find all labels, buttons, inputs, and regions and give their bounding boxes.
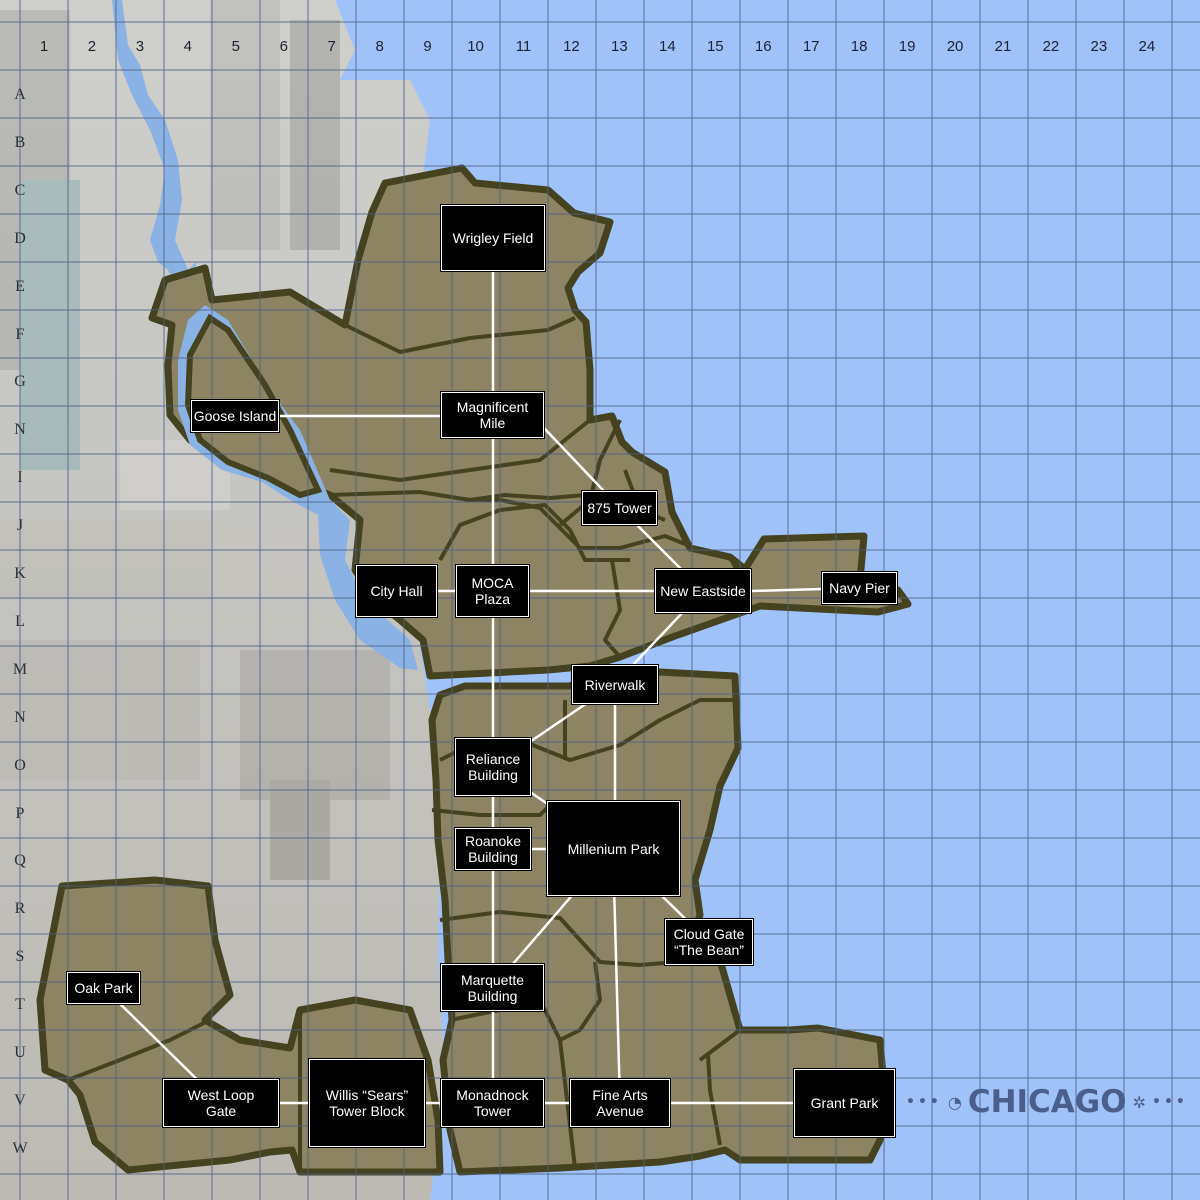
- column-label: 16: [754, 38, 772, 55]
- location-marquette-building[interactable]: Marquette Building: [440, 963, 545, 1012]
- column-label: 22: [1042, 38, 1060, 55]
- row-label: N: [14, 708, 26, 726]
- location-moca-plaza[interactable]: MOCA Plaza: [455, 564, 530, 618]
- column-label: 6: [279, 38, 288, 55]
- row-label: O: [14, 756, 26, 774]
- location-goose-island[interactable]: Goose Island: [190, 399, 280, 433]
- location-monadnock-tower[interactable]: Monadnock Tower: [440, 1078, 545, 1128]
- chicago-brand: ••• ◔ CHICAGO ✲ •••: [906, 1084, 1188, 1120]
- row-label: B: [14, 133, 26, 151]
- location-grant-park[interactable]: Grant Park: [793, 1068, 896, 1138]
- location-new-eastside[interactable]: New Eastside: [654, 568, 752, 614]
- column-label: 21: [994, 38, 1012, 55]
- river-north-branch: [112, 0, 205, 305]
- column-label: 19: [898, 38, 916, 55]
- column-label: 3: [135, 38, 145, 55]
- location-oak-park[interactable]: Oak Park: [66, 971, 141, 1005]
- location-magnificent-mile[interactable]: Magnificent Mile: [440, 391, 545, 439]
- column-label: 15: [706, 38, 724, 55]
- row-label: S: [15, 948, 25, 966]
- location-fine-arts-avenue[interactable]: Fine Arts Avenue: [569, 1078, 671, 1128]
- column-label: 8: [375, 38, 384, 55]
- clock-icon: ◔: [947, 1092, 962, 1112]
- location-cloud-gate[interactable]: Cloud Gate “The Bean”: [664, 918, 754, 966]
- row-label: V: [14, 1091, 26, 1109]
- row-label: N: [14, 421, 26, 439]
- row-label: K: [14, 565, 26, 582]
- location-city-hall[interactable]: City Hall: [355, 564, 438, 618]
- column-label: 2: [87, 38, 97, 55]
- row-label: U: [14, 1044, 26, 1061]
- location-millenium-park[interactable]: Millenium Park: [546, 800, 681, 897]
- row-label: P: [15, 804, 25, 822]
- column-label: 1: [39, 38, 49, 55]
- column-label: 18: [850, 38, 868, 55]
- row-label: Q: [14, 852, 26, 870]
- brand-dots-left: •••: [906, 1094, 942, 1110]
- city-buildings: [0, 0, 390, 880]
- row-label: L: [15, 612, 25, 630]
- location-reliance-building[interactable]: Reliance Building: [454, 737, 532, 797]
- gear-icon: ✲: [1132, 1092, 1147, 1112]
- location-wrigley-field[interactable]: Wrigley Field: [440, 204, 546, 272]
- row-label: G: [14, 373, 26, 391]
- column-label: 4: [183, 38, 193, 55]
- location-west-loop-gate[interactable]: West Loop Gate: [162, 1078, 280, 1128]
- column-label: 14: [659, 38, 676, 55]
- column-label: 24: [1138, 38, 1156, 55]
- row-label: T: [15, 996, 25, 1014]
- brand-dots-right: •••: [1152, 1094, 1188, 1110]
- row-label: I: [17, 469, 23, 487]
- column-label: 13: [611, 38, 628, 55]
- column-label: 11: [515, 38, 532, 55]
- column-label: 5: [231, 38, 240, 55]
- row-label: R: [14, 900, 26, 918]
- route-line: [750, 587, 823, 593]
- column-label: 9: [423, 38, 432, 55]
- location-riverwalk[interactable]: Riverwalk: [571, 664, 659, 705]
- column-label: 12: [563, 38, 580, 55]
- row-label: J: [16, 517, 24, 535]
- column-label: 20: [946, 38, 964, 55]
- row-label: D: [14, 229, 26, 247]
- column-label: 17: [802, 38, 820, 55]
- row-label: F: [15, 325, 25, 343]
- row-label: W: [12, 1139, 28, 1157]
- location-roanoke-building[interactable]: Roanoke Building: [454, 827, 532, 871]
- column-label: 7: [327, 38, 336, 55]
- row-label: M: [12, 660, 28, 678]
- row-label: E: [15, 277, 25, 295]
- brand-name: CHICAGO: [967, 1084, 1127, 1120]
- location-navy-pier[interactable]: Navy Pier: [821, 571, 898, 605]
- column-label: 23: [1090, 38, 1108, 55]
- district-lines: [67, 316, 747, 1172]
- location-875-tower[interactable]: 875 Tower: [581, 490, 658, 526]
- column-label: 10: [467, 38, 484, 55]
- row-label: C: [14, 181, 26, 199]
- row-label: A: [14, 86, 26, 103]
- location-willis-tower-block[interactable]: Willis “Sears” Tower Block: [308, 1058, 426, 1148]
